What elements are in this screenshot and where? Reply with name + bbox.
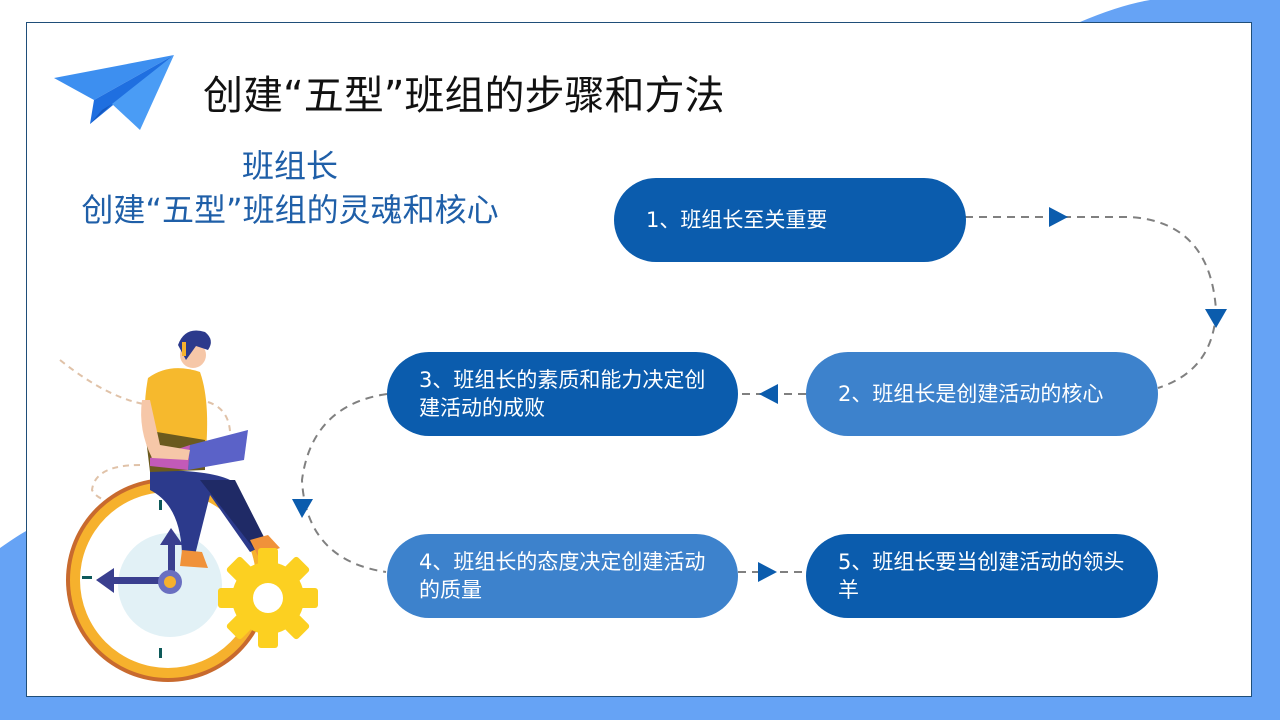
step-2-pill: 2、班组长是创建活动的核心 [806, 352, 1158, 436]
step-4-pill: 4、班组长的态度决定创建活动的质量 [387, 534, 738, 618]
step-2-text: 2、班组长是创建活动的核心 [838, 382, 1104, 406]
step-3-pill: 3、班组长的素质和能力决定创建活动的成败 [387, 352, 738, 436]
step-5-text: 5、班组长要当创建活动的领头羊 [838, 550, 1125, 602]
person-on-clock-illustration [59, 330, 318, 682]
step-3-text: 3、班组长的素质和能力决定创建活动的成败 [419, 368, 706, 420]
subtitle-line-1: 班组长 [241, 147, 338, 185]
subtitle: 班组长 创建“五型”班组的灵魂和核心 [50, 144, 530, 232]
step-1-text: 1、班组长至关重要 [646, 208, 828, 232]
slide-title: 创建“五型”班组的步骤和方法 [203, 73, 725, 119]
step-5-pill: 5、班组长要当创建活动的领头羊 [806, 534, 1158, 618]
subtitle-line-2: 创建“五型”班组的灵魂和核心 [81, 191, 499, 229]
step-4-text: 4、班组长的态度决定创建活动的质量 [419, 550, 706, 602]
paper-plane-icon [54, 55, 174, 130]
step-1-pill: 1、班组长至关重要 [614, 178, 966, 262]
